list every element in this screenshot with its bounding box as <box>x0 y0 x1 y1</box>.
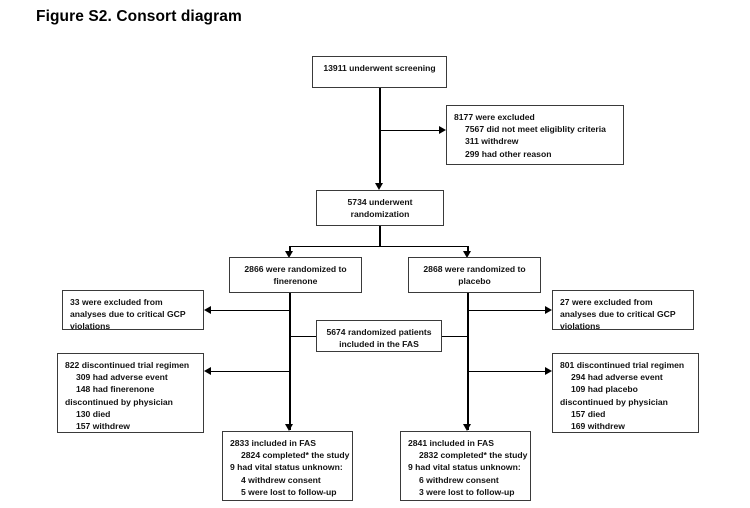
fas-right-line-3: 6 withdrew consent <box>419 474 499 485</box>
fas-left-header: 2833 included in FAS <box>230 438 316 448</box>
connector-left-to-fas <box>289 335 316 338</box>
excluded-line-1: 8177 were excluded <box>454 112 535 122</box>
randomization-line-2: randomization <box>350 209 410 220</box>
discontinued-left-line-6: 157 withdrew <box>76 421 130 432</box>
node-screening: 13911 underwent screening <box>312 56 447 88</box>
gcp-left-line-3: violations <box>70 321 111 332</box>
gcp-right-line-1: 27 were excluded from <box>560 297 653 307</box>
fas-left-line-1: 2824 completed* the study <box>241 450 350 461</box>
discontinued-right-line-3: 109 had placebo <box>571 384 638 395</box>
node-arm-finerenone: 2866 were randomized to finerenone <box>229 257 362 293</box>
excluded-line-3: 311 withdrew <box>465 136 519 147</box>
fas-line-1: 5674 randomized patients <box>326 327 432 337</box>
fas-right-line-2: 9 had vital status unknown: <box>408 462 521 473</box>
node-discontinued-left: 822 discontinued trial regimen 309 had a… <box>57 353 204 433</box>
node-fas-right: 2841 included in FAS 2832 completed* the… <box>400 431 531 501</box>
randomization-line-1: 5734 underwent <box>347 197 413 207</box>
excluded-line-2: 7567 did not meet eligiblity criteria <box>465 124 606 135</box>
discontinued-left-line-3: 148 had finerenone <box>76 384 155 395</box>
node-excluded: 8177 were excluded 7567 did not meet eli… <box>446 105 624 165</box>
arrow-into-discontinued-left <box>204 366 211 375</box>
connector-split-right <box>467 245 469 254</box>
arm-placebo-line-2: placebo <box>458 276 491 287</box>
discontinued-left-line-1: 822 discontinued trial regimen <box>65 360 190 370</box>
fas-right-line-1: 2832 completed* the study <box>419 450 528 461</box>
discontinued-left-line-4: discontinued by physician <box>65 396 173 407</box>
gcp-left-line-2: analyses due to critical GCP <box>70 309 186 320</box>
arrow-into-fas-right <box>463 424 472 431</box>
arrow-into-gcp-left <box>204 305 211 314</box>
connector-right-discontinued <box>467 370 547 373</box>
discontinued-right-line-4: discontinued by physician <box>560 396 668 407</box>
connector-split-bar <box>289 245 469 248</box>
connector-split-left <box>289 245 291 254</box>
arrow-into-fas-left <box>285 424 294 431</box>
discontinued-right-line-1: 801 discontinued trial regimen <box>560 360 685 370</box>
fas-left-line-2: 9 had vital status unknown: <box>230 462 343 473</box>
fas-right-header: 2841 included in FAS <box>408 438 494 448</box>
arrow-into-placebo-arm <box>463 251 472 258</box>
discontinued-right-line-6: 169 withdrew <box>571 421 625 432</box>
fas-right-line-4: 3 were lost to follow-up <box>419 486 515 497</box>
arrow-into-gcp-right <box>545 305 552 314</box>
node-gcp-excluded-right: 27 were excluded from analyses due to cr… <box>552 290 694 332</box>
connector-screening-trunk <box>379 88 381 185</box>
arrow-into-discontinued-right <box>545 366 552 375</box>
gcp-right-line-2: analyses due to critical GCP <box>560 309 676 320</box>
screening-line-1: 13911 underwent screening <box>323 63 436 73</box>
connector-right-to-fas <box>442 335 469 338</box>
connector-left-discontinued <box>211 370 291 373</box>
figure-title: Figure S2. Consort diagram <box>36 8 242 25</box>
connector-to-excluded <box>379 129 441 132</box>
arrow-into-excluded <box>439 125 446 134</box>
discontinued-left-line-2: 309 had adverse event <box>76 372 168 383</box>
gcp-left-line-1: 33 were excluded from <box>70 297 163 307</box>
fas-left-line-3: 4 withdrew consent <box>241 474 321 485</box>
connector-left-spine <box>289 282 291 430</box>
fas-left-line-4: 5 were lost to follow-up <box>241 486 337 497</box>
connector-left-gcp <box>211 309 291 312</box>
node-randomization: 5734 underwent randomization <box>316 190 444 226</box>
arm-finerenone-line-1: 2866 were randomized to <box>244 264 347 274</box>
fas-line-2: included in the FAS <box>339 339 419 350</box>
node-fas: 5674 randomized patients included in the… <box>316 320 442 352</box>
discontinued-left-line-5: 130 died <box>76 408 111 419</box>
node-arm-placebo: 2868 were randomized to placebo <box>408 257 541 293</box>
arrow-into-randomization <box>375 183 384 190</box>
node-discontinued-right: 801 discontinued trial regimen 294 had a… <box>552 353 699 433</box>
connector-right-gcp <box>467 309 547 312</box>
node-fas-left: 2833 included in FAS 2824 completed* the… <box>222 431 353 501</box>
discontinued-right-line-5: 157 died <box>571 408 606 419</box>
connector-right-spine <box>467 282 469 430</box>
gcp-right-line-3: violations <box>560 321 601 332</box>
arrow-into-finerenone-arm <box>285 251 294 258</box>
connector-randomization-stem <box>379 226 381 247</box>
arm-finerenone-line-2: finerenone <box>273 276 318 287</box>
node-gcp-excluded-left: 33 were excluded from analyses due to cr… <box>62 290 204 332</box>
arm-placebo-line-1: 2868 were randomized to <box>423 264 526 274</box>
discontinued-right-line-2: 294 had adverse event <box>571 372 663 383</box>
excluded-line-4: 299 had other reason <box>465 148 552 159</box>
